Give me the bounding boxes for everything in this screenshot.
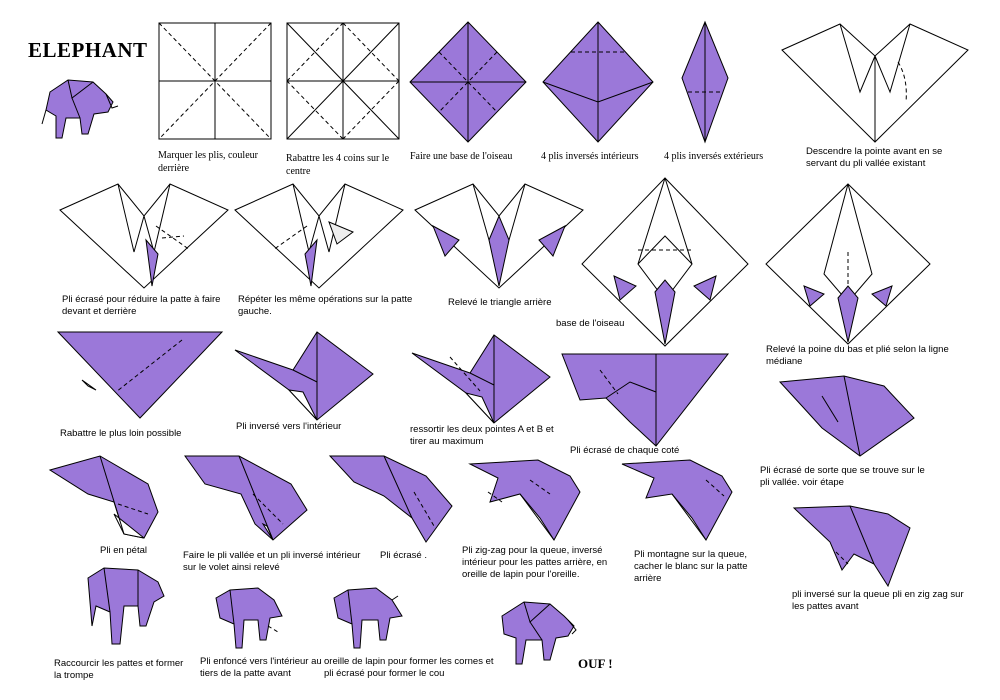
elephant-preview-figure (41, 79, 119, 139)
step16-caption: Pli écrasé de sorte que se trouve sur le… (760, 465, 925, 488)
step15-figure (561, 353, 730, 447)
step17-caption: Pli en pétal (100, 545, 148, 556)
step21-caption: Pli montagne sur la queue, cacher le bla… (634, 549, 748, 584)
step17-figure (48, 455, 159, 539)
final-elephant-figure (501, 601, 577, 665)
step14-caption: ressortir les deux pointes A et B et tir… (410, 424, 554, 447)
step2-figure (286, 22, 400, 140)
step4-figure (542, 21, 654, 143)
step5-caption: 4 plis inversés extérieurs (664, 151, 764, 162)
step19-figure (328, 455, 453, 543)
step25-figure (333, 587, 403, 649)
step8-caption: Répéter les même opérations sur la patte… (238, 294, 413, 317)
step11-figure (765, 183, 931, 345)
step2-caption: Rabattre les 4 coins sur le centre (286, 153, 390, 177)
step10-figure (581, 177, 749, 347)
step9-figure (414, 183, 584, 289)
step7-caption: Pli écrasé pour réduire la patte à faire… (62, 294, 221, 317)
step22-caption: pli inversé sur la queue pli en zig zag … (792, 589, 964, 612)
page-title: ELEPHANT (28, 38, 148, 62)
step20-figure (468, 459, 581, 541)
step18-caption: Faire le pli vallée et un pli inversé in… (183, 550, 361, 573)
step3-figure (409, 21, 527, 143)
step5-figure (681, 20, 729, 144)
final-label: OUF ! (578, 656, 613, 671)
step3-caption: Faire une base de l'oiseau (410, 151, 513, 162)
step1-caption: Marquer les plis, couleur derrière (158, 150, 258, 174)
step13-caption: Pli inversé vers l'intérieur (236, 421, 342, 432)
step12-figure (56, 331, 224, 419)
step14-figure (411, 334, 551, 424)
step20-caption: Pli zig-zag pour la queue, inversé intér… (462, 545, 608, 580)
step24-caption: Pli enfoncé vers l'intérieur au tiers de… (200, 656, 322, 679)
step9-caption: Relevé le triangle arrière (448, 297, 552, 308)
step21-figure (621, 459, 733, 541)
step13-figure (234, 331, 374, 421)
step6-figure (781, 23, 969, 143)
step8-figure (234, 183, 404, 289)
step11-caption: Relevé la poine du bas et plié selon la … (766, 344, 949, 367)
step7-figure (59, 183, 229, 289)
step24-figure (215, 587, 283, 649)
step22-figure (792, 505, 911, 588)
step25-caption: oreille de lapin pour former les cornes … (324, 656, 494, 679)
step23-caption: Raccourcir les pattes et former la tromp… (54, 658, 184, 681)
step15-caption: Pli écrasé de chaque coté (570, 445, 680, 456)
step18-figure (184, 455, 308, 541)
step19-caption: Pli écrasé . (380, 550, 427, 561)
step12-caption: Rabattre le plus loin possible (60, 428, 182, 439)
step6-caption: Descendre la pointe avant en se servant … (806, 146, 943, 169)
step4-caption: 4 plis inversés intérieurs (541, 151, 639, 162)
step1-figure (158, 22, 272, 140)
step10-caption: base de l'oiseau (556, 318, 625, 329)
step23-figure (87, 567, 165, 645)
step16-figure (778, 375, 915, 457)
